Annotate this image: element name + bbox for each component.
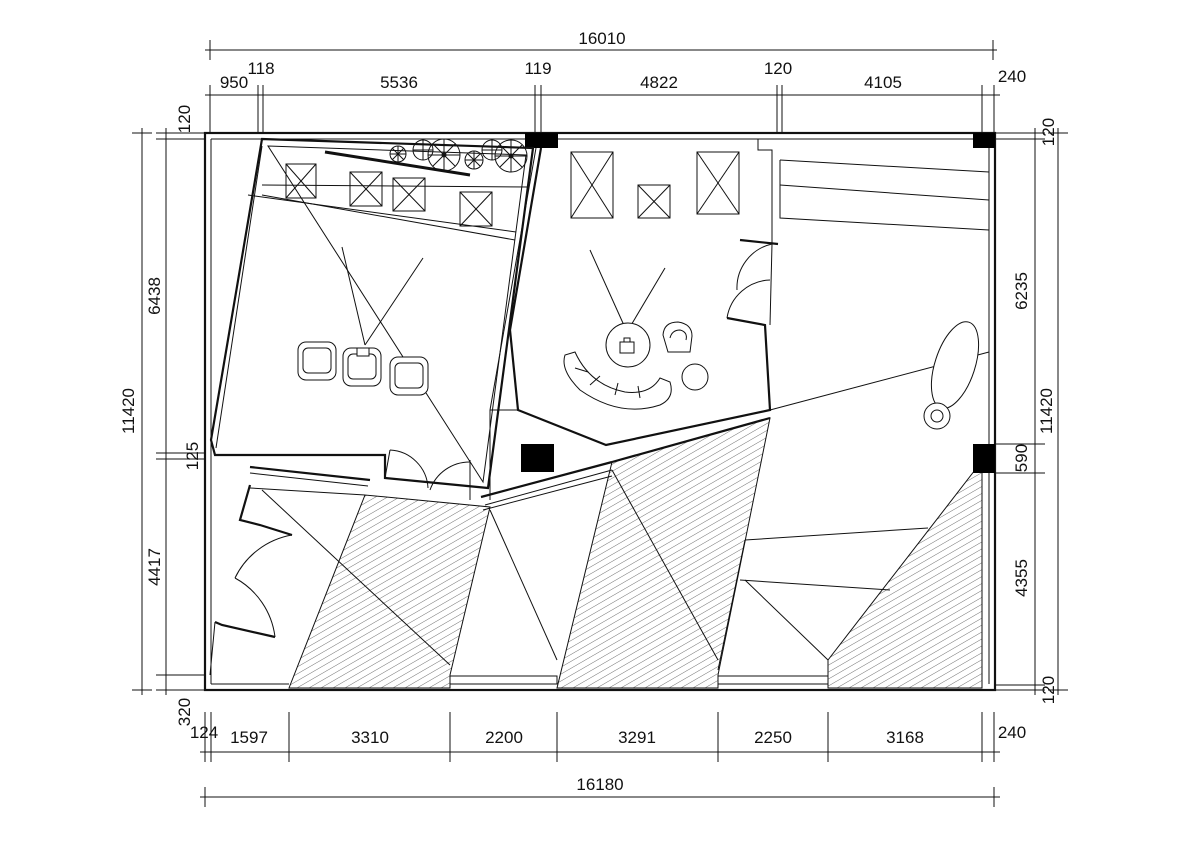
column xyxy=(973,133,995,148)
outer-walls xyxy=(203,131,997,692)
hatched-floor-areas xyxy=(288,417,983,689)
reception-area xyxy=(489,139,779,500)
dim-right-segment: 120 xyxy=(1039,118,1058,146)
dim-top-segment: 4105 xyxy=(864,73,902,92)
column xyxy=(973,444,995,473)
dim-top-segment: 4822 xyxy=(640,73,678,92)
dim-right-segment: 120 xyxy=(1039,676,1058,704)
dim-top-segment: 120 xyxy=(764,59,792,78)
dim-left-overall: 11420 xyxy=(119,388,138,434)
dim-bottom-segment: 2250 xyxy=(754,728,792,747)
tree-icon xyxy=(389,138,528,173)
armchair xyxy=(342,347,382,387)
dim-bottom-segment: 1597 xyxy=(230,728,268,747)
structural-columns xyxy=(521,133,995,473)
round-stool xyxy=(923,402,951,430)
round-table xyxy=(605,322,651,368)
curved-sofa xyxy=(563,351,672,410)
dim-top-segment: 119 xyxy=(524,59,551,78)
dim-bottom-segment: 3291 xyxy=(618,728,656,747)
dim-bottom-segment: 3310 xyxy=(351,728,389,747)
dim-top-segment: 5536 xyxy=(380,73,418,92)
dim-right-segment: 6235 xyxy=(1012,272,1031,310)
armchair xyxy=(297,341,337,381)
armchair xyxy=(389,356,429,396)
dim-bottom-segment: 3168 xyxy=(886,728,924,747)
dim-bottom-segment: 2200 xyxy=(485,728,523,747)
oval-table xyxy=(930,321,980,409)
dim-left-segment: 120 xyxy=(175,105,194,133)
dim-top-segment: 118 xyxy=(247,59,274,78)
dim-bottom-segment: 124 xyxy=(190,723,218,742)
dim-bottom-segment: 240 xyxy=(998,723,1026,742)
dim-left-segment: 125 xyxy=(183,442,202,470)
dim-left-segment: 4417 xyxy=(145,548,164,586)
dim-bottom-overall: 16180 xyxy=(576,775,623,794)
column xyxy=(525,133,558,148)
dim-right-overall: 11420 xyxy=(1037,388,1056,434)
dim-right-segment: 4355 xyxy=(1012,559,1031,597)
armchair xyxy=(662,321,693,353)
dim-left-segment: 6438 xyxy=(145,277,164,315)
dim-top-segment: 950 xyxy=(220,73,248,92)
dim-left-segment: 320 xyxy=(175,698,194,726)
column xyxy=(521,444,554,472)
dim-top-segment: 240 xyxy=(998,67,1026,86)
lounge-right xyxy=(717,159,990,671)
dim-top-overall: 16010 xyxy=(578,29,625,48)
meeting-room-left xyxy=(209,137,535,490)
south-corridor xyxy=(209,416,829,676)
side-table xyxy=(681,363,709,391)
dimension-labels: 16010 950 118 5536 119 4822 120 4105 240… xyxy=(119,29,1058,794)
dim-right-segment: 590 xyxy=(1012,444,1031,472)
dimension-lines xyxy=(132,40,1068,807)
